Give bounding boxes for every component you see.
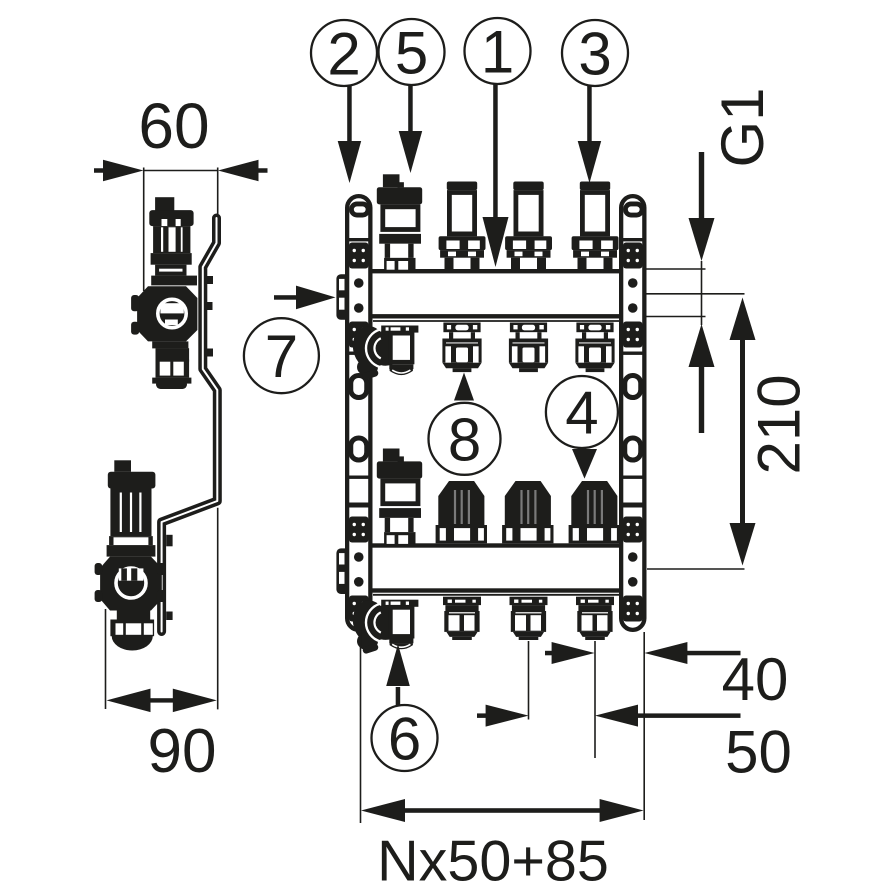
svg-text:6: 6 <box>388 706 421 773</box>
svg-text:3: 3 <box>578 21 611 88</box>
svg-text:1: 1 <box>481 19 514 86</box>
svg-text:40: 40 <box>722 646 789 713</box>
svg-text:Nx50+85: Nx50+85 <box>377 830 609 894</box>
svg-text:60: 60 <box>138 90 209 162</box>
svg-text:50: 50 <box>725 719 792 786</box>
svg-text:2: 2 <box>327 21 360 88</box>
svg-text:7: 7 <box>265 323 298 390</box>
svg-text:4: 4 <box>565 380 598 447</box>
svg-text:90: 90 <box>148 717 217 786</box>
svg-text:5: 5 <box>395 20 428 87</box>
svg-text:8: 8 <box>448 406 481 473</box>
svg-text:210: 210 <box>746 374 813 474</box>
svg-text:G1: G1 <box>709 87 776 167</box>
